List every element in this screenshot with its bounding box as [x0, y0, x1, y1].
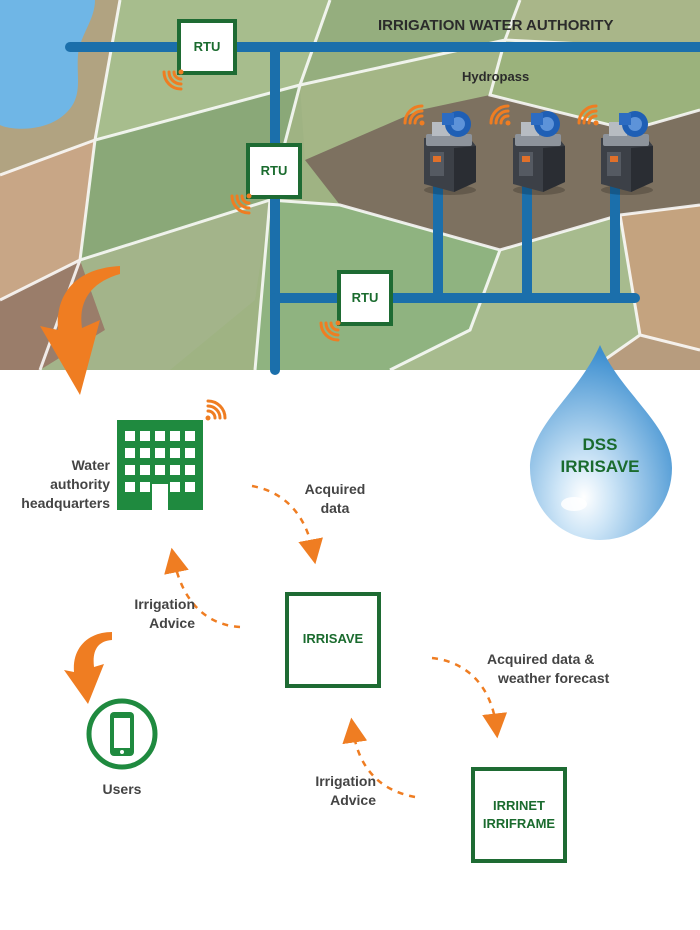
advice-bottom-line1: Irrigation	[315, 773, 376, 789]
irrinet-label-line1: IRRINET	[493, 798, 545, 813]
irrinet-label-line2: IRRIFRAME	[482, 816, 556, 831]
curved-arrow-icon	[40, 266, 120, 395]
flow-arrow-advice-to-hq	[164, 547, 241, 629]
map-area	[0, 0, 700, 372]
users-label: Users	[102, 781, 142, 797]
acquired-data-line2: data	[320, 500, 350, 516]
rtu-label-3: RTU	[351, 290, 379, 305]
flow-arrow-advice-to-irrisave	[342, 717, 416, 799]
advice-left-line2: Advice	[149, 615, 195, 631]
rtu-box-3	[337, 270, 393, 326]
hq-label-line2: authority	[50, 476, 110, 492]
signal-icon	[403, 104, 425, 126]
irrinet-irriframe-box	[471, 767, 567, 863]
acquired-weather-line2: weather forecast	[498, 670, 610, 686]
acquired-data-label: Acquired data	[290, 480, 380, 518]
signal-icon	[577, 104, 599, 126]
rtu-box-2	[246, 143, 302, 199]
authority-title: IRRIGATION WATER AUTHORITY	[378, 17, 614, 34]
water-drop-icon	[530, 345, 672, 540]
hydropass-label: Hydropass	[462, 69, 530, 84]
signal-icon	[230, 193, 252, 215]
flow-arrow-acquired-weather	[431, 656, 508, 739]
acquired-data-line1: Acquired	[304, 481, 366, 497]
hq-label-line1: Water	[71, 457, 110, 473]
phone-icon	[86, 698, 158, 770]
signal-icon	[162, 69, 184, 91]
dss-label: DSS IRRISAVE	[540, 434, 660, 478]
acquired-weather-line1: Acquired data &	[487, 651, 595, 667]
rtu-label-1: RTU	[193, 39, 221, 54]
irrinet-label: IRRINET IRRIFRAME	[473, 797, 565, 833]
hq-label-line3: headquarters	[21, 495, 110, 511]
advice-bottom-label: Irrigation Advice	[270, 772, 376, 810]
hydropass-device-3	[601, 111, 653, 195]
irrisave-label: IRRISAVE	[302, 631, 364, 646]
dss-label-line2: IRRISAVE	[560, 457, 640, 476]
dss-label-line1: DSS	[582, 435, 618, 454]
pipe-network	[65, 42, 700, 375]
hydropass-device-1	[424, 111, 476, 195]
advice-left-line1: Irrigation	[134, 596, 195, 612]
flow-arrow-acquired	[251, 484, 323, 565]
signal-icon	[319, 320, 341, 342]
lake	[0, 0, 95, 129]
irrisave-box	[285, 592, 381, 688]
curved-arrow-icon	[64, 632, 112, 704]
signal-icon	[489, 104, 511, 126]
rtu-label-2: RTU	[260, 163, 288, 178]
acquired-weather-label: Acquired data & weather forecast	[485, 650, 625, 688]
rtu-box-1	[177, 19, 237, 75]
advice-bottom-line2: Advice	[330, 792, 376, 808]
hydropass-device-2	[513, 111, 565, 195]
building-icon	[117, 420, 203, 510]
signal-icon	[205, 399, 227, 421]
advice-left-label: Irrigation Advice	[95, 595, 195, 633]
hq-label: Water authority headquarters	[10, 456, 110, 513]
